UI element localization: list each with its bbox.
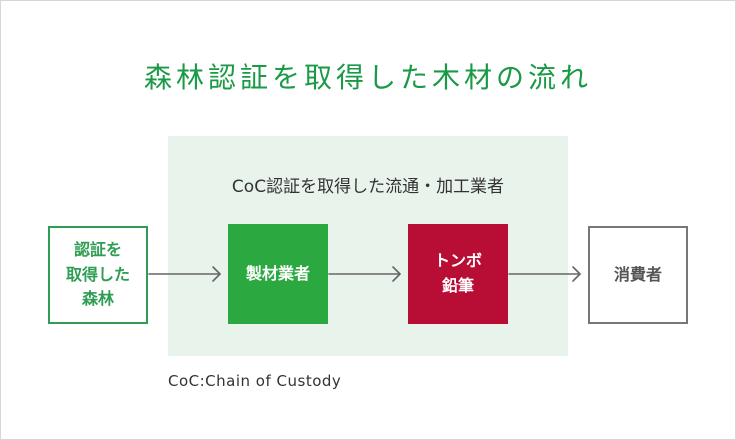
coc-footnote: CoC:Chain of Custody [168, 372, 342, 390]
coc-area-label: CoC認証を取得した流通・加工業者 [231, 177, 505, 197]
forest-label-line-3: 森林 [81, 289, 114, 309]
tombow-label-line-1: トンボ [433, 251, 482, 271]
sawmill-label: 製材業者 [245, 263, 310, 283]
consumer-label: 消費者 [613, 264, 662, 284]
forest-label-line-2: 取得した [65, 264, 130, 284]
forest-label-line-1: 認証を [73, 239, 122, 259]
diagram-title: 森林認証を取得した木材の流れ [143, 61, 592, 94]
consumer-node: 消費者 [588, 226, 688, 324]
certified-forest-node: 認証を 取得した 森林 [48, 226, 148, 324]
tombow-pencil-node: トンボ 鉛筆 [408, 224, 508, 324]
tombow-label-line-2: 鉛筆 [441, 276, 474, 295]
sawmill-node: 製材業者 [228, 224, 328, 324]
